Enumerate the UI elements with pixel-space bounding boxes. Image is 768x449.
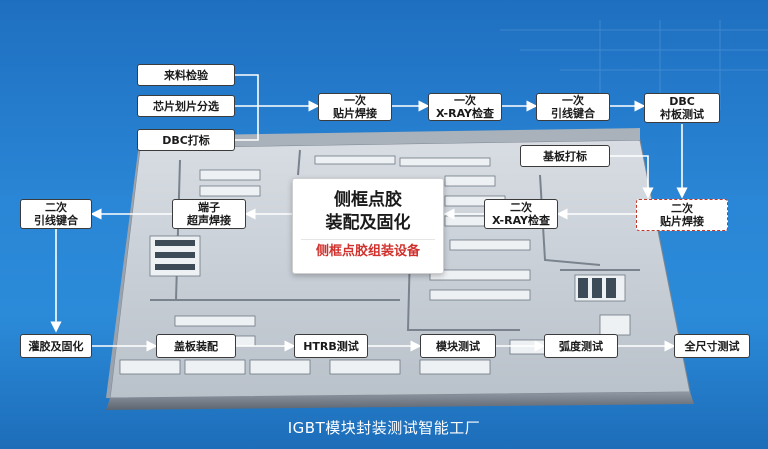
back-wall (140, 128, 640, 148)
callout-divider (301, 239, 435, 240)
step-terminal-ultrasonic-weld: 端子 超声焊接 (172, 199, 246, 229)
step-baseplate-marking: 基板打标 (520, 145, 610, 167)
left-wall (106, 136, 140, 398)
background-grid (500, 20, 768, 110)
step-incoming-inspection: 来料检验 (137, 64, 235, 86)
step-htrb-test: HTRB测试 (294, 334, 368, 358)
step-first-wire-bond: 一次 引线键合 (536, 93, 610, 121)
highlight-callout: 侧框点胶 装配及固化 侧框点胶组装设备 (292, 178, 444, 274)
step-cover-assembly: 盖板装配 (156, 334, 236, 358)
front-wall (106, 392, 694, 410)
equipment-dark (155, 240, 616, 298)
step-arc-test: 弧度测试 (544, 334, 618, 358)
callout-title: 侧框点胶 装配及固化 (325, 190, 411, 233)
step-dbc-marking: DBC打标 (137, 129, 235, 151)
diagram-caption: IGBT模块封装测试智能工厂 (287, 419, 481, 437)
callout-equipment-label: 侧框点胶组装设备 (315, 244, 420, 259)
step-first-die-solder: 一次 贴片焊接 (318, 93, 392, 121)
step-module-test: 模块测试 (420, 334, 496, 358)
step-second-die-solder: 二次 贴片焊接 (636, 199, 728, 231)
step-second-xray: 二次 X-RAY检查 (484, 199, 558, 229)
step-dbc-substrate-test: DBC 衬板测试 (644, 93, 720, 123)
step-chip-dicing: 芯片划片分选 (137, 95, 235, 117)
flow-lines (50, 74, 688, 352)
step-full-size-test: 全尺寸测试 (674, 334, 750, 358)
step-second-wire-bond: 二次 引线键合 (20, 199, 92, 229)
step-first-xray: 一次 X-RAY检查 (428, 93, 502, 121)
step-potting-curing: 灌胶及固化 (20, 334, 92, 358)
